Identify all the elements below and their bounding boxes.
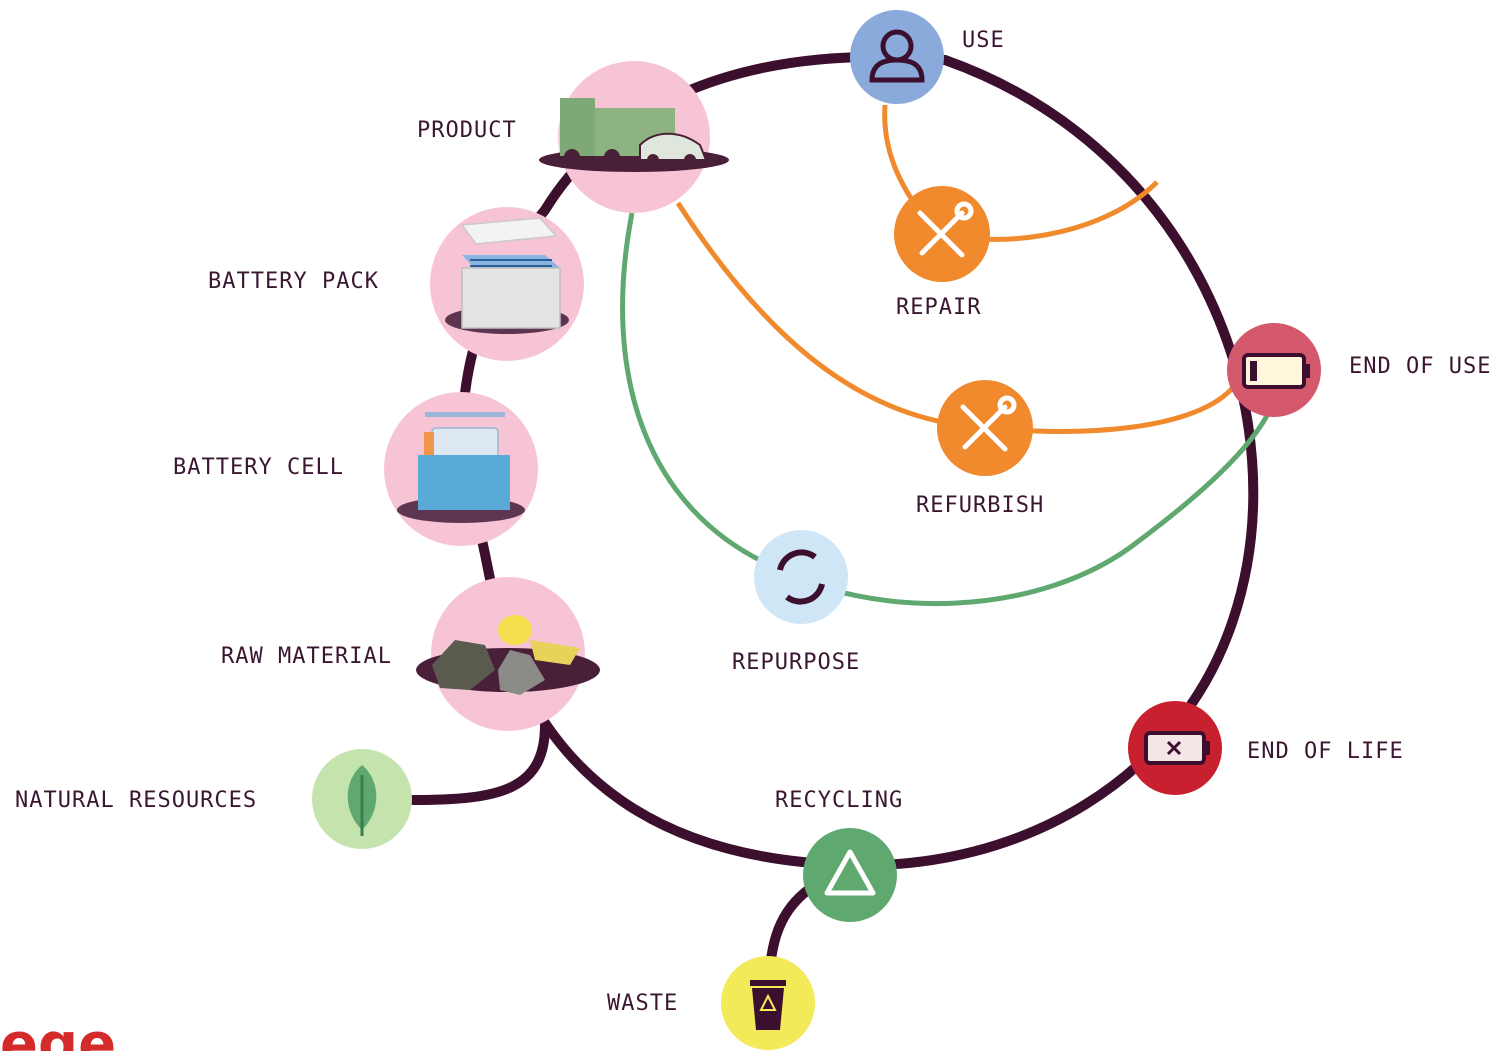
leaf-icon (347, 765, 377, 836)
battery-dead-icon (1144, 731, 1210, 765)
product-label: PRODUCT (417, 118, 517, 143)
recycle-icon (824, 849, 876, 896)
battery-pack-icon (445, 217, 569, 334)
battery-low-icon (1242, 353, 1310, 389)
recycling-node[interactable] (803, 828, 897, 922)
battery-pack-label: BATTERY PACK (208, 269, 379, 294)
use-node[interactable] (850, 10, 944, 104)
tools-icon (960, 395, 1017, 452)
recycling-label: RECYCLING (775, 788, 903, 813)
waste-label: WASTE (607, 991, 678, 1016)
use-label: USE (962, 28, 1005, 53)
battery-pack-node[interactable] (430, 207, 584, 361)
repurpose-node[interactable] (754, 530, 848, 624)
repair-label: REPAIR (896, 295, 981, 320)
vehicles-icon (539, 98, 729, 172)
refurbish-label: REFURBISH (916, 493, 1044, 518)
tools-icon (917, 201, 974, 258)
logo-text: ege (0, 1012, 116, 1051)
cycle-arrows-icon (777, 549, 825, 605)
person-icon (869, 29, 925, 83)
rocks-icon (416, 615, 600, 695)
repurpose-path (620, 212, 1273, 606)
natural-resources-node[interactable] (312, 749, 412, 849)
raw-material-node[interactable] (416, 577, 600, 731)
battery-cell-icon (397, 412, 525, 523)
repurpose-label: REPURPOSE (732, 650, 860, 675)
refurbish-node[interactable] (937, 380, 1033, 476)
raw-material-label: RAW MATERIAL (221, 644, 392, 669)
repair-node[interactable] (894, 186, 990, 282)
battery-cell-label: BATTERY CELL (173, 455, 344, 480)
product-node[interactable] (539, 61, 729, 213)
end-of-life-node[interactable] (1128, 701, 1222, 795)
end-of-use-node[interactable] (1227, 323, 1321, 417)
natural-resources-link (408, 720, 550, 805)
natural-resources-label: NATURAL RESOURCES (15, 788, 257, 813)
end-of-life-label: END OF LIFE (1247, 739, 1404, 764)
trash-bin-icon (750, 980, 786, 1030)
end-of-use-label: END OF USE (1349, 354, 1491, 379)
battery-cell-node[interactable] (384, 392, 538, 546)
waste-node[interactable] (721, 956, 815, 1050)
